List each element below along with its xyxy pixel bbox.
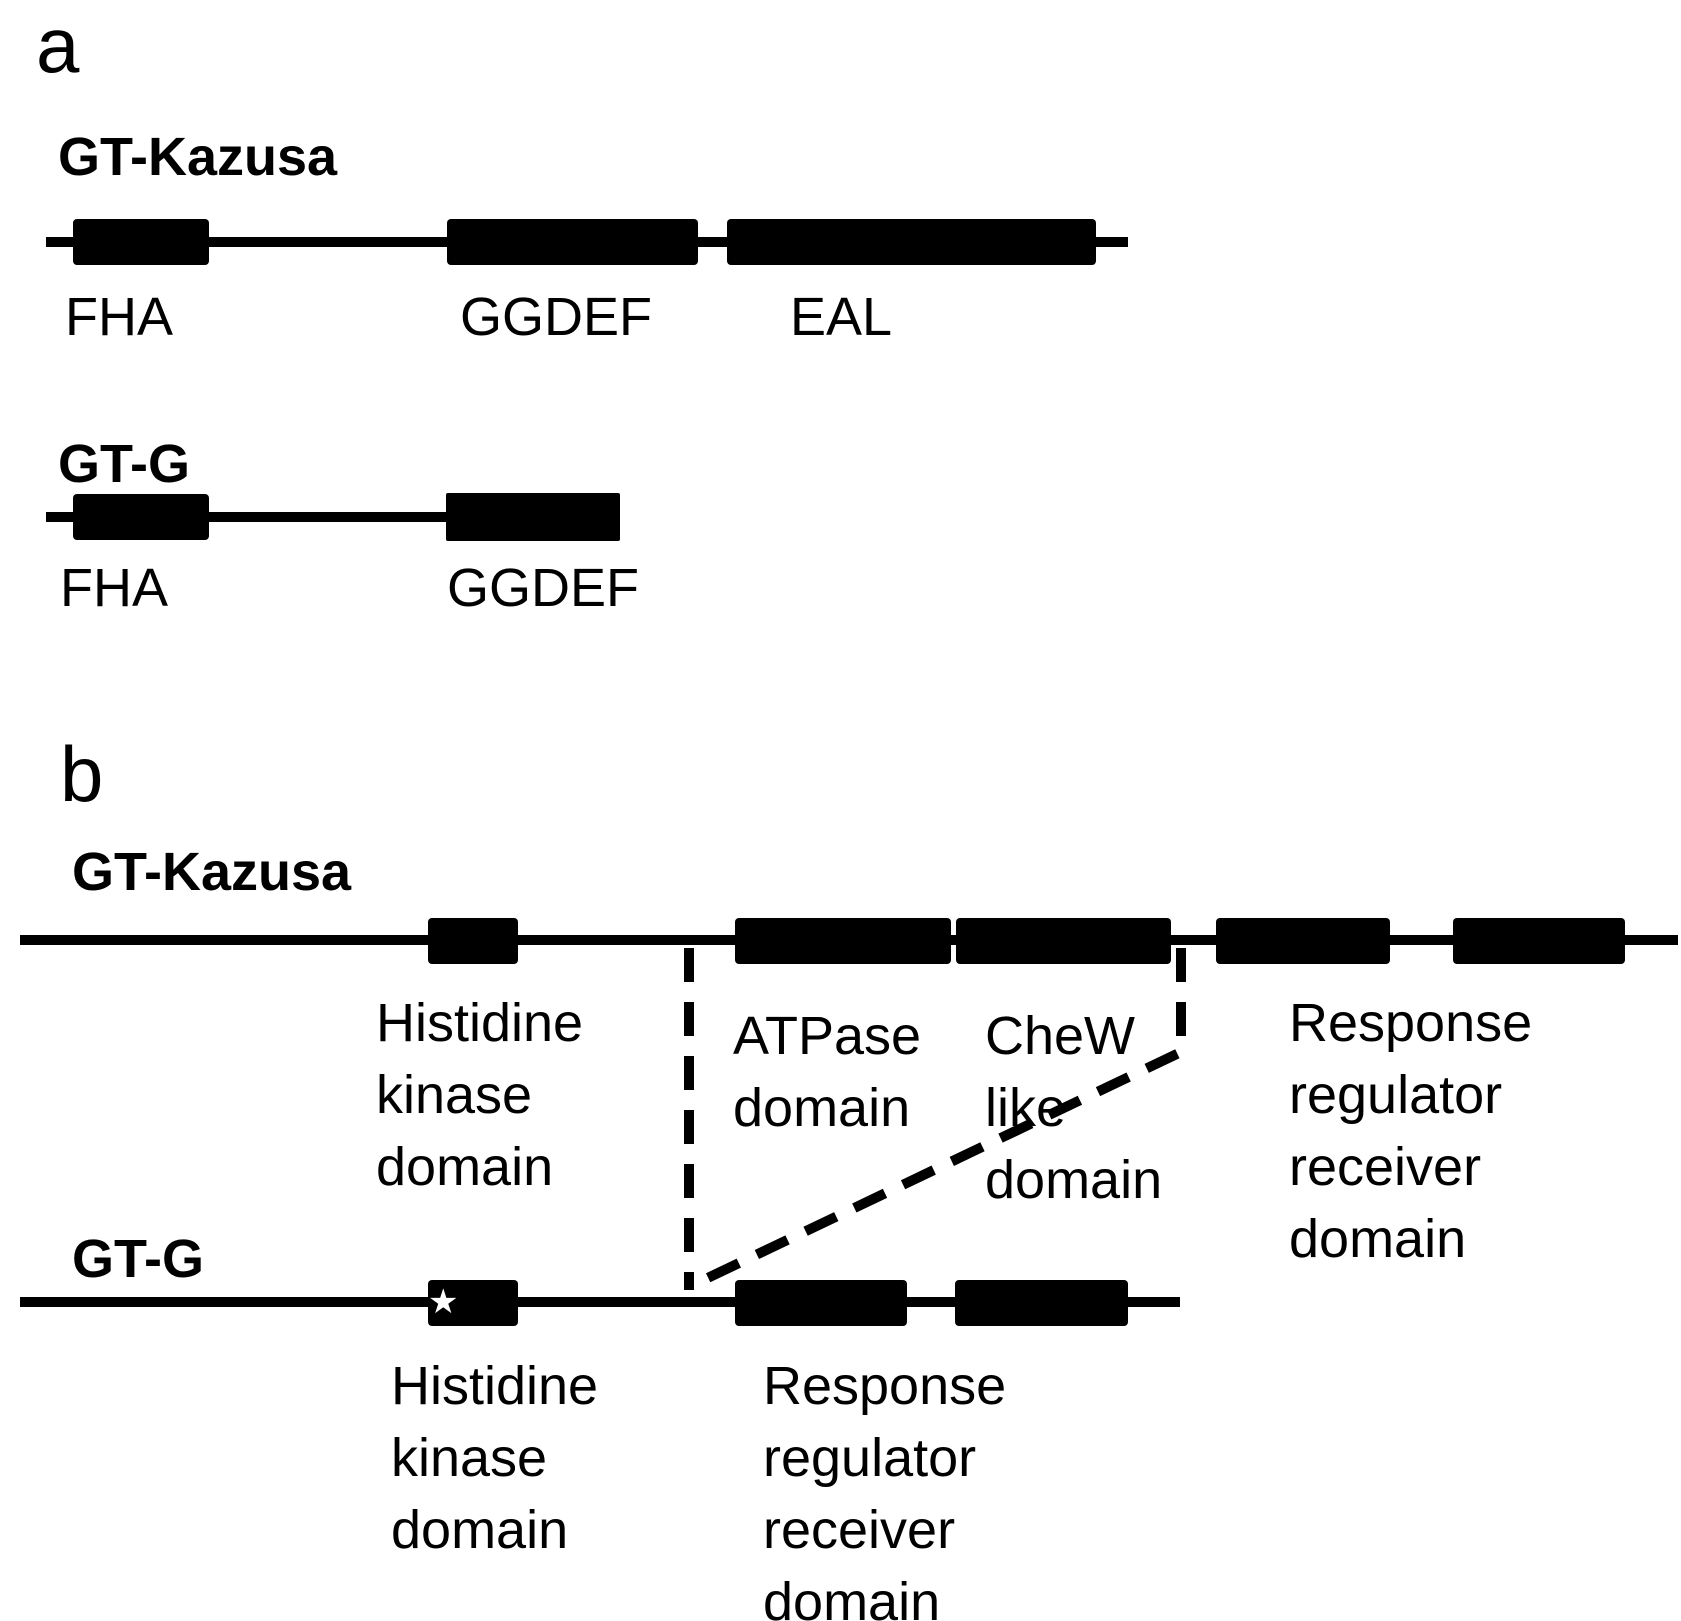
panel-a-kazusa-ggdef-box — [447, 219, 698, 265]
panel-b-kazusa-hk-box — [428, 918, 518, 964]
panel-a-kazusa-fha-box — [73, 219, 209, 265]
deletion-right-boundary-line — [690, 948, 1186, 1290]
panel-a-gtg-fha-label: FHA — [60, 558, 168, 618]
panel-a-gtg-title: GT-G — [58, 434, 190, 494]
panel-b-kazusa-rr2-box — [1453, 918, 1625, 964]
panel-b-kazusa-hk-label: Histidine kinase domain — [376, 993, 584, 1197]
panel-b-gtg-hk-box — [428, 1280, 518, 1326]
panel-b-kazusa-rr1-box — [1216, 918, 1390, 964]
panel-b-kazusa-atpase-label: ATPase domain — [733, 1006, 922, 1138]
panel-a-kazusa-protein — [46, 219, 1128, 265]
panel-a-kazusa-title: GT-Kazusa — [58, 127, 338, 187]
panel-a-kazusa-ggdef-label: GGDEF — [460, 287, 653, 347]
panel-b-kazusa-protein — [20, 918, 1678, 964]
panel-b-kazusa-rr-label: Response regulator receiver domain — [1289, 993, 1533, 1269]
panel-b-label: b — [60, 730, 104, 818]
panel-b-gtg-rr2-box — [955, 1280, 1128, 1326]
deletion-dashed-lines — [684, 948, 1186, 1290]
panel-b-gtg-rr1-box — [735, 1280, 907, 1326]
panel-a-kazusa-eal-box — [727, 219, 1096, 265]
panel-b-gtg-protein — [20, 1280, 1180, 1326]
mutation-star-icon: ★ — [428, 1283, 459, 1321]
panel-b-kazusa-chew-label: CheW like domain — [985, 1006, 1163, 1210]
panel-b-kazusa-atpase-box — [735, 918, 951, 964]
panel-b-gtg-rr-label: Response regulator receiver domain — [763, 1356, 1007, 1621]
panel-a-label: a — [36, 1, 80, 89]
panel-a-gtg-ggdef-label: GGDEF — [447, 558, 640, 618]
panel-b-kazusa-chew-box — [956, 918, 1171, 964]
panel-b-kazusa-title: GT-Kazusa — [72, 842, 352, 902]
panel-a-gtg-protein — [46, 493, 620, 541]
panel-b-gtg-title: GT-G — [72, 1229, 204, 1289]
panel-a-gtg-ggdef-box — [446, 493, 620, 541]
panel-a-kazusa-fha-label: FHA — [65, 287, 173, 347]
panel-a-gtg-fha-box — [73, 494, 209, 540]
panel-a-kazusa-eal-label: EAL — [790, 287, 893, 347]
panel-b-gtg-hk-label: Histidine kinase domain — [391, 1356, 599, 1560]
